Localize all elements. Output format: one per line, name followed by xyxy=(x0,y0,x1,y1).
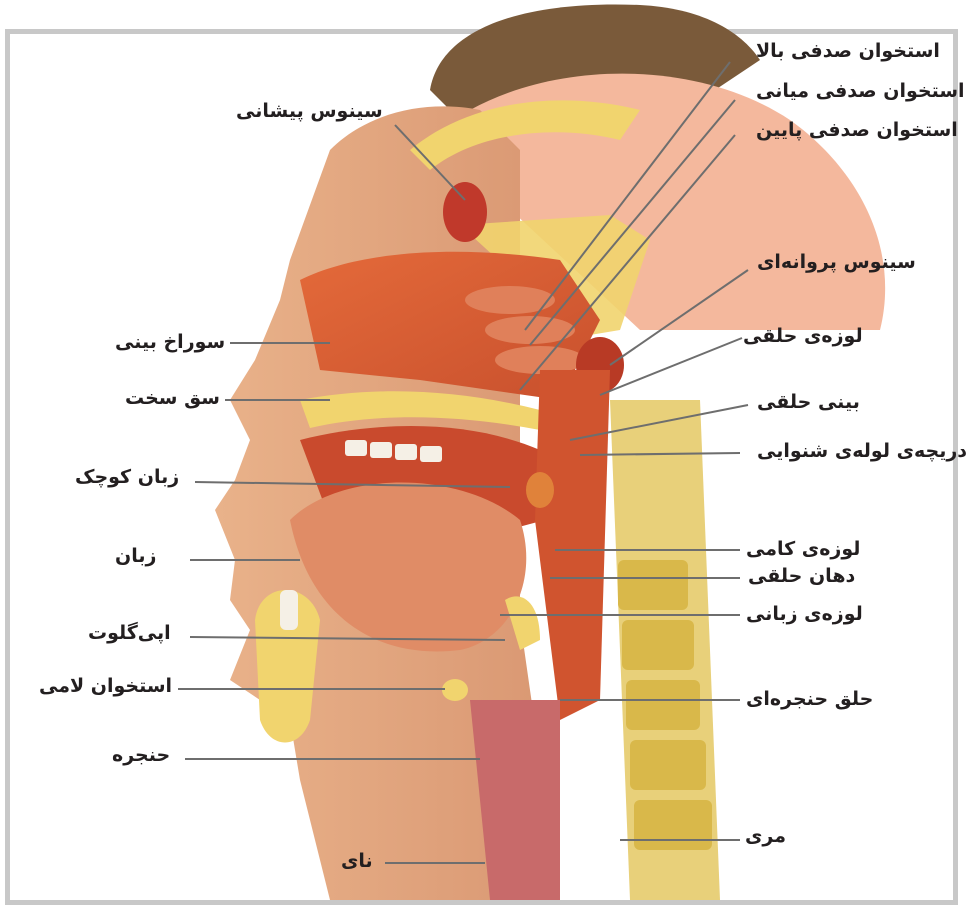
label-oropharynx: دهان حلقی xyxy=(748,567,855,586)
label-sphenoid-sinus: سینوس پروانه‌ای xyxy=(757,253,916,272)
label-epiglottis: اپی‌گلوت xyxy=(88,624,171,643)
label-inferior-concha: استخوان صدفی پایین xyxy=(756,121,958,140)
label-trachea: نای xyxy=(341,852,373,871)
label-hard-palate: سق سخت xyxy=(125,389,220,408)
label-esophagus: مری xyxy=(745,827,786,846)
label-pharyngeal-tonsil: لوزه‌ی حلقی xyxy=(743,327,863,346)
label-lingual-tonsil: لوزه‌ی زبانی xyxy=(746,605,863,624)
label-frontal-sinus: سینوس پیشانی xyxy=(236,102,383,121)
label-nostril: سوراخ بینی xyxy=(115,333,225,352)
label-laryngopharynx: حلق حنجره‌ای xyxy=(746,690,873,709)
label-hyoid-bone: استخوان لامی xyxy=(39,677,172,696)
label-eustachian-opening: دریچه‌ی لوله‌ی شنوایی xyxy=(757,442,967,461)
label-uvula: زبان کوچک xyxy=(75,468,179,487)
hyoid-shape xyxy=(442,679,468,701)
label-nasopharynx: بینی حلقی xyxy=(757,393,860,412)
frontal-sinus-shape xyxy=(443,182,487,242)
label-superior-concha: استخوان صدفی بالا xyxy=(756,42,940,61)
label-tongue: زبان xyxy=(115,547,156,566)
lower-tooth xyxy=(280,590,298,630)
concha-shape-3 xyxy=(495,346,585,374)
label-palatine-tonsil: لوزه‌ی کامی xyxy=(746,540,860,559)
label-middle-concha: استخوان صدفی میانی xyxy=(756,82,965,101)
pharynx xyxy=(535,370,610,720)
uvula-shape xyxy=(526,472,554,508)
label-larynx: حنجره xyxy=(112,746,170,765)
